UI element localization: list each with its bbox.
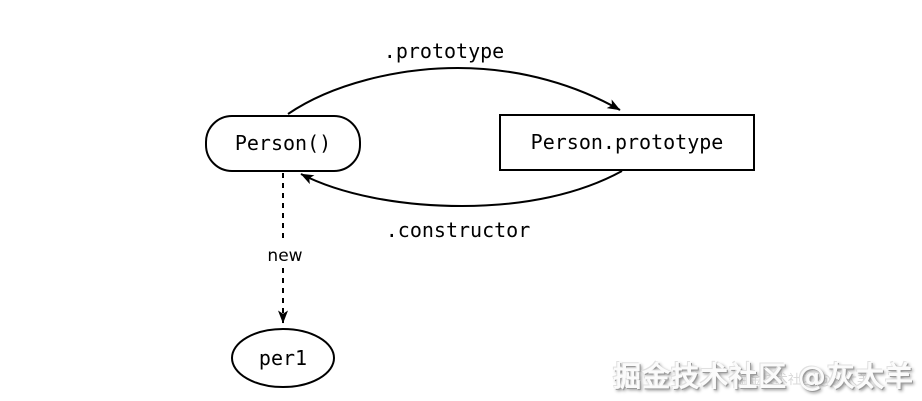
node-per1-label: per1 bbox=[259, 346, 307, 370]
edge-constructor-label: .constructor bbox=[386, 218, 531, 242]
node-person-shape bbox=[205, 115, 361, 172]
edge-new-label: new bbox=[267, 246, 302, 266]
node-prototype-label: Person.prototype bbox=[531, 130, 724, 154]
node-prototype-shape bbox=[499, 114, 755, 171]
edge-prototype-label: .prototype bbox=[384, 39, 504, 63]
watermark-text: 掘金技术社区 @灰太羊 bbox=[613, 360, 914, 393]
node-per1-shape bbox=[231, 328, 335, 388]
node-person-label: Person() bbox=[235, 131, 331, 155]
edge-prototype-curve bbox=[287, 66, 621, 115]
edge-constructor-curve bbox=[300, 170, 623, 208]
watermark-faint-text: 掘金技术社区 @灰太羊 bbox=[735, 373, 870, 388]
